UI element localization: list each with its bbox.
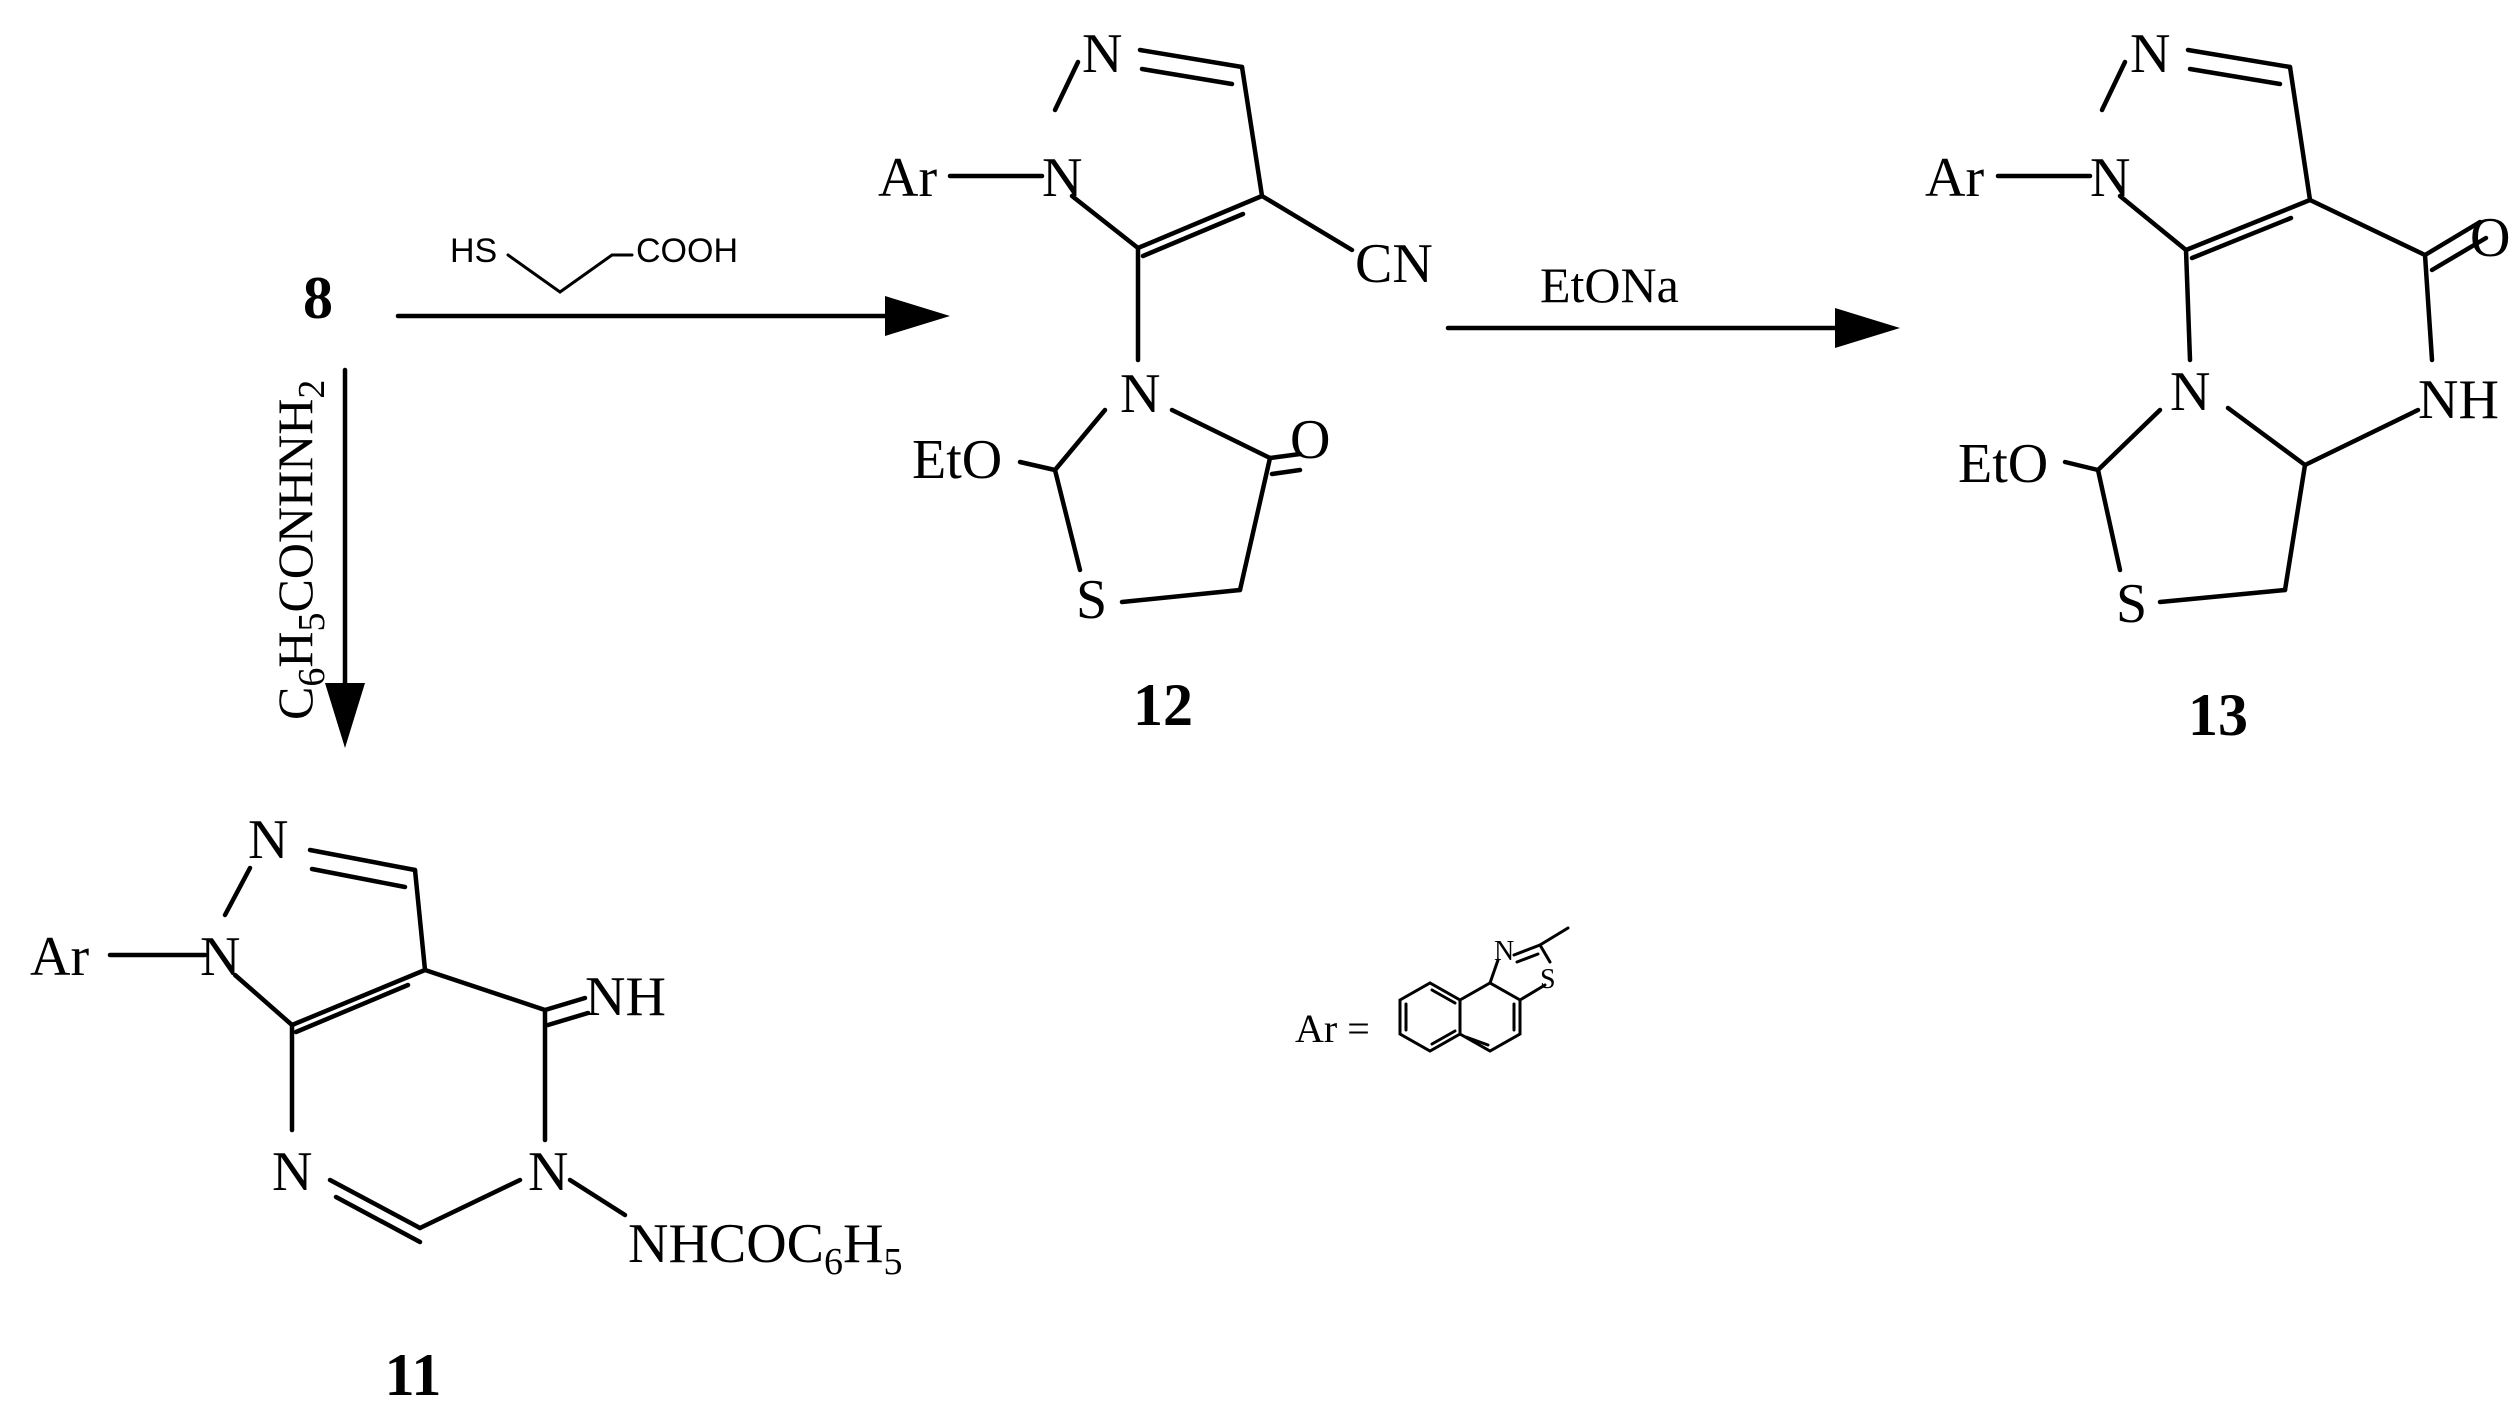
compound-12-label: 12 [1133,672,1193,738]
compound-11-label: 11 [385,1342,442,1408]
c12-n2: N [1082,23,1122,85]
c13-nh: NH [2418,369,2499,431]
arrow-to-13 [1445,308,1900,348]
reagent-cooh: COOH [636,232,738,270]
ar-thiazole-n: N [1494,936,1514,967]
c11-n-pyrimidine-3: N [528,1141,568,1203]
ar-definition: Ar = N S [1295,926,1570,1053]
c11-n1: N [200,926,240,988]
reagent-mercaptoacetic-acid: HS COOH [450,232,738,294]
c11-benzamido: NHCOC6H5 [628,1213,902,1283]
reagent-benzhydrazide: C6H5CONHNH2 [267,380,333,720]
c12-n1: N [1042,147,1082,209]
ar-thiazole-s: S [1540,964,1556,995]
c11-n2: N [248,809,288,871]
c12-cn: CN [1355,233,1433,295]
c13-oxo: O [2470,207,2510,269]
start-compound-label: 8 [303,265,333,331]
c12-s: S [1076,569,1107,631]
c13-s: S [2116,573,2147,635]
c11-n-pyrimidine-1: N [272,1141,312,1203]
compound-12: Ar N N CN N O EtO S 12 [878,23,1433,738]
c11-imine: NH [585,966,666,1028]
compound-13-label: 13 [2188,682,2248,748]
c13-n-thiazolidine: N [2170,361,2210,423]
arrow-to-12 [395,296,950,336]
c13-n1: N [2090,147,2130,209]
c13-n2: N [2130,23,2170,85]
compound-11: Ar N N NH N N NHCOC6H5 11 [30,809,902,1408]
c12-ar: Ar [878,147,937,209]
compound-13: Ar N N O NH N EtO S 13 [1925,23,2510,748]
c12-n-thiazolidinone: N [1120,363,1160,425]
c11-ar: Ar [30,926,89,988]
reagent-sodium-ethoxide: EtONa [1540,257,1679,313]
c13-eto: EtO [1958,433,2048,495]
c12-oxo: O [1290,409,1330,471]
arrow-to-11 [325,367,365,748]
c12-eto: EtO [912,429,1002,491]
ar-definition-lhs: Ar = [1295,1006,1370,1051]
reagent-hs: HS [450,232,497,270]
c13-ar: Ar [1925,147,1984,209]
